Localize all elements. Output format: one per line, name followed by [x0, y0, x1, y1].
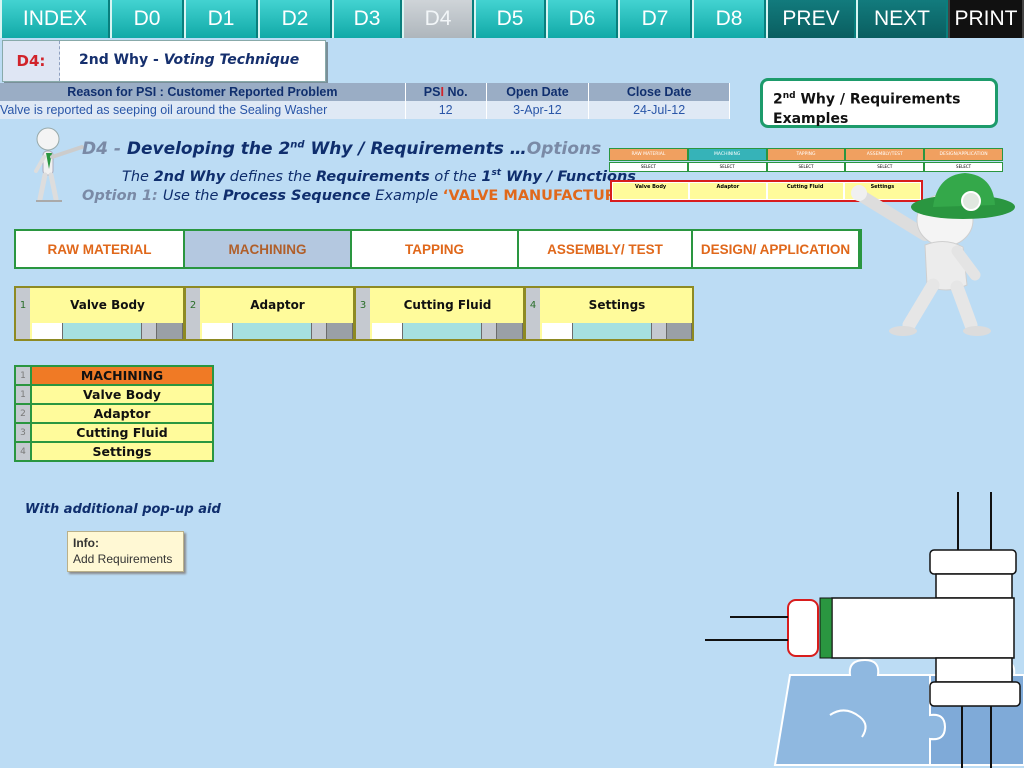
nav-index-button[interactable]: INDEX: [0, 0, 110, 38]
presenter-figure-icon: [34, 127, 84, 202]
nav-next-button[interactable]: NEXT: [856, 0, 948, 38]
nav-d6-button[interactable]: D6: [546, 0, 618, 38]
close-date-header: Close Date: [588, 83, 730, 101]
category-row: RAW MATERIAL MACHINING TAPPING ASSEMBLY/…: [14, 229, 862, 269]
item-rating-bar: [372, 323, 523, 339]
nav-prev-button[interactable]: PREV: [766, 0, 856, 38]
mini-select-4: SELECT: [846, 163, 924, 171]
valve-diagram-icon: [705, 492, 1021, 768]
option-text: Option 1: Use the Process Sequence Examp…: [82, 188, 651, 204]
mini-cat-assembly: ASSEMBLY/TEST: [846, 149, 924, 160]
psi-no-header: PSI No.: [405, 83, 487, 101]
item-label: Adaptor: [250, 297, 305, 312]
item-settings[interactable]: 4 Settings: [524, 286, 694, 341]
item-adaptor[interactable]: 2 Adaptor: [184, 286, 355, 341]
mini-item-1: Valve Body: [613, 183, 689, 199]
item-label: Valve Body: [70, 297, 145, 312]
item-label: Settings: [588, 297, 646, 312]
category-tapping[interactable]: TAPPING: [352, 231, 517, 267]
item-number: 1: [16, 288, 30, 339]
list-number: 3: [14, 422, 32, 443]
list-number: 4: [14, 441, 32, 462]
nav-d4-button[interactable]: D4: [402, 0, 474, 38]
page-title: 2nd Why - Voting Technique: [79, 52, 300, 68]
list-item[interactable]: Adaptor: [30, 403, 214, 424]
mini-cat-design: DESIGN/APPLICATION: [925, 149, 1002, 160]
item-rating-bar: [202, 323, 353, 339]
list-item[interactable]: Valve Body: [30, 384, 214, 405]
mini-cat-tapping: TAPPING: [767, 149, 845, 160]
mini-select-2: SELECT: [688, 163, 766, 171]
step-code: D4:: [3, 41, 60, 81]
category-assembly-test[interactable]: ASSEMBLY/ TEST: [519, 231, 691, 267]
item-rating-bar: [32, 323, 183, 339]
open-date-header: Open Date: [486, 83, 590, 101]
nav-bar: INDEX D0 D1 D2 D3 D4 D5 D6 D7 D8 PREV NE…: [0, 0, 1024, 38]
close-date-cell: 24-Jul-12: [588, 101, 730, 119]
category-design-application[interactable]: DESIGN/ APPLICATION: [693, 231, 858, 267]
examples-box: 2nd Why / Requirements Examples: [760, 78, 998, 128]
category-machining[interactable]: MACHINING: [185, 231, 350, 267]
item-cutting-fluid[interactable]: 3 Cutting Fluid: [354, 286, 525, 341]
popup-caption: With additional pop-up aid: [25, 502, 221, 517]
mini-select-5: SELECT: [925, 163, 1002, 171]
item-number: 2: [186, 288, 200, 339]
nav-d8-button[interactable]: D8: [692, 0, 766, 38]
mini-cat-machining: MACHINING: [688, 149, 766, 160]
nav-d5-button[interactable]: D5: [474, 0, 546, 38]
nav-d0-button[interactable]: D0: [110, 0, 184, 38]
section-heading: D4 - Developing the 2nd Why / Requiremen…: [82, 139, 602, 159]
mini-select-1: SELECT: [610, 163, 687, 171]
mini-item-3: Cutting Fluid: [767, 183, 843, 199]
title-box: D4: 2nd Why - Voting Technique: [2, 40, 326, 82]
open-date-cell: 3-Apr-12: [486, 101, 590, 119]
nav-print-button[interactable]: PRINT: [948, 0, 1024, 38]
list-item[interactable]: Settings: [30, 441, 214, 462]
list-number: 1: [14, 384, 32, 405]
list-item[interactable]: Cutting Fluid: [30, 422, 214, 443]
psi-no-cell: 12: [405, 101, 487, 119]
list-header: MACHINING: [30, 365, 214, 386]
list-corner: 1: [14, 365, 32, 386]
nav-d3-button[interactable]: D3: [332, 0, 402, 38]
nav-d1-button[interactable]: D1: [184, 0, 258, 38]
nav-d7-button[interactable]: D7: [618, 0, 692, 38]
mini-preview: RAW MATERIAL MACHINING TAPPING ASSEMBLY/…: [609, 148, 1003, 206]
mini-select-3: SELECT: [767, 163, 845, 171]
reason-cell: Valve is reported as seeping oil around …: [0, 101, 406, 119]
item-number: 4: [526, 288, 540, 339]
item-label: Cutting Fluid: [403, 297, 492, 312]
item-number: 3: [356, 288, 370, 339]
nav-d2-button[interactable]: D2: [258, 0, 332, 38]
info-text: Add Requirements: [73, 552, 173, 566]
category-raw-material[interactable]: RAW MATERIAL: [16, 231, 183, 267]
item-valve-body[interactable]: 1 Valve Body: [14, 286, 185, 341]
mini-cat-raw: RAW MATERIAL: [610, 149, 687, 160]
mini-item-2: Adaptor: [690, 183, 766, 199]
reason-header: Reason for PSI : Customer Reported Probl…: [0, 83, 406, 101]
reason-table: Reason for PSI : Customer Reported Probl…: [0, 83, 730, 119]
item-rating-bar: [542, 323, 692, 339]
pointing-figure-icon: [851, 173, 1015, 336]
definition-text: The 2nd Why defines the Requirements of …: [122, 168, 636, 185]
info-title: Info:: [73, 536, 99, 550]
info-tooltip: Info: Add Requirements: [67, 531, 184, 572]
list-number: 2: [14, 403, 32, 424]
